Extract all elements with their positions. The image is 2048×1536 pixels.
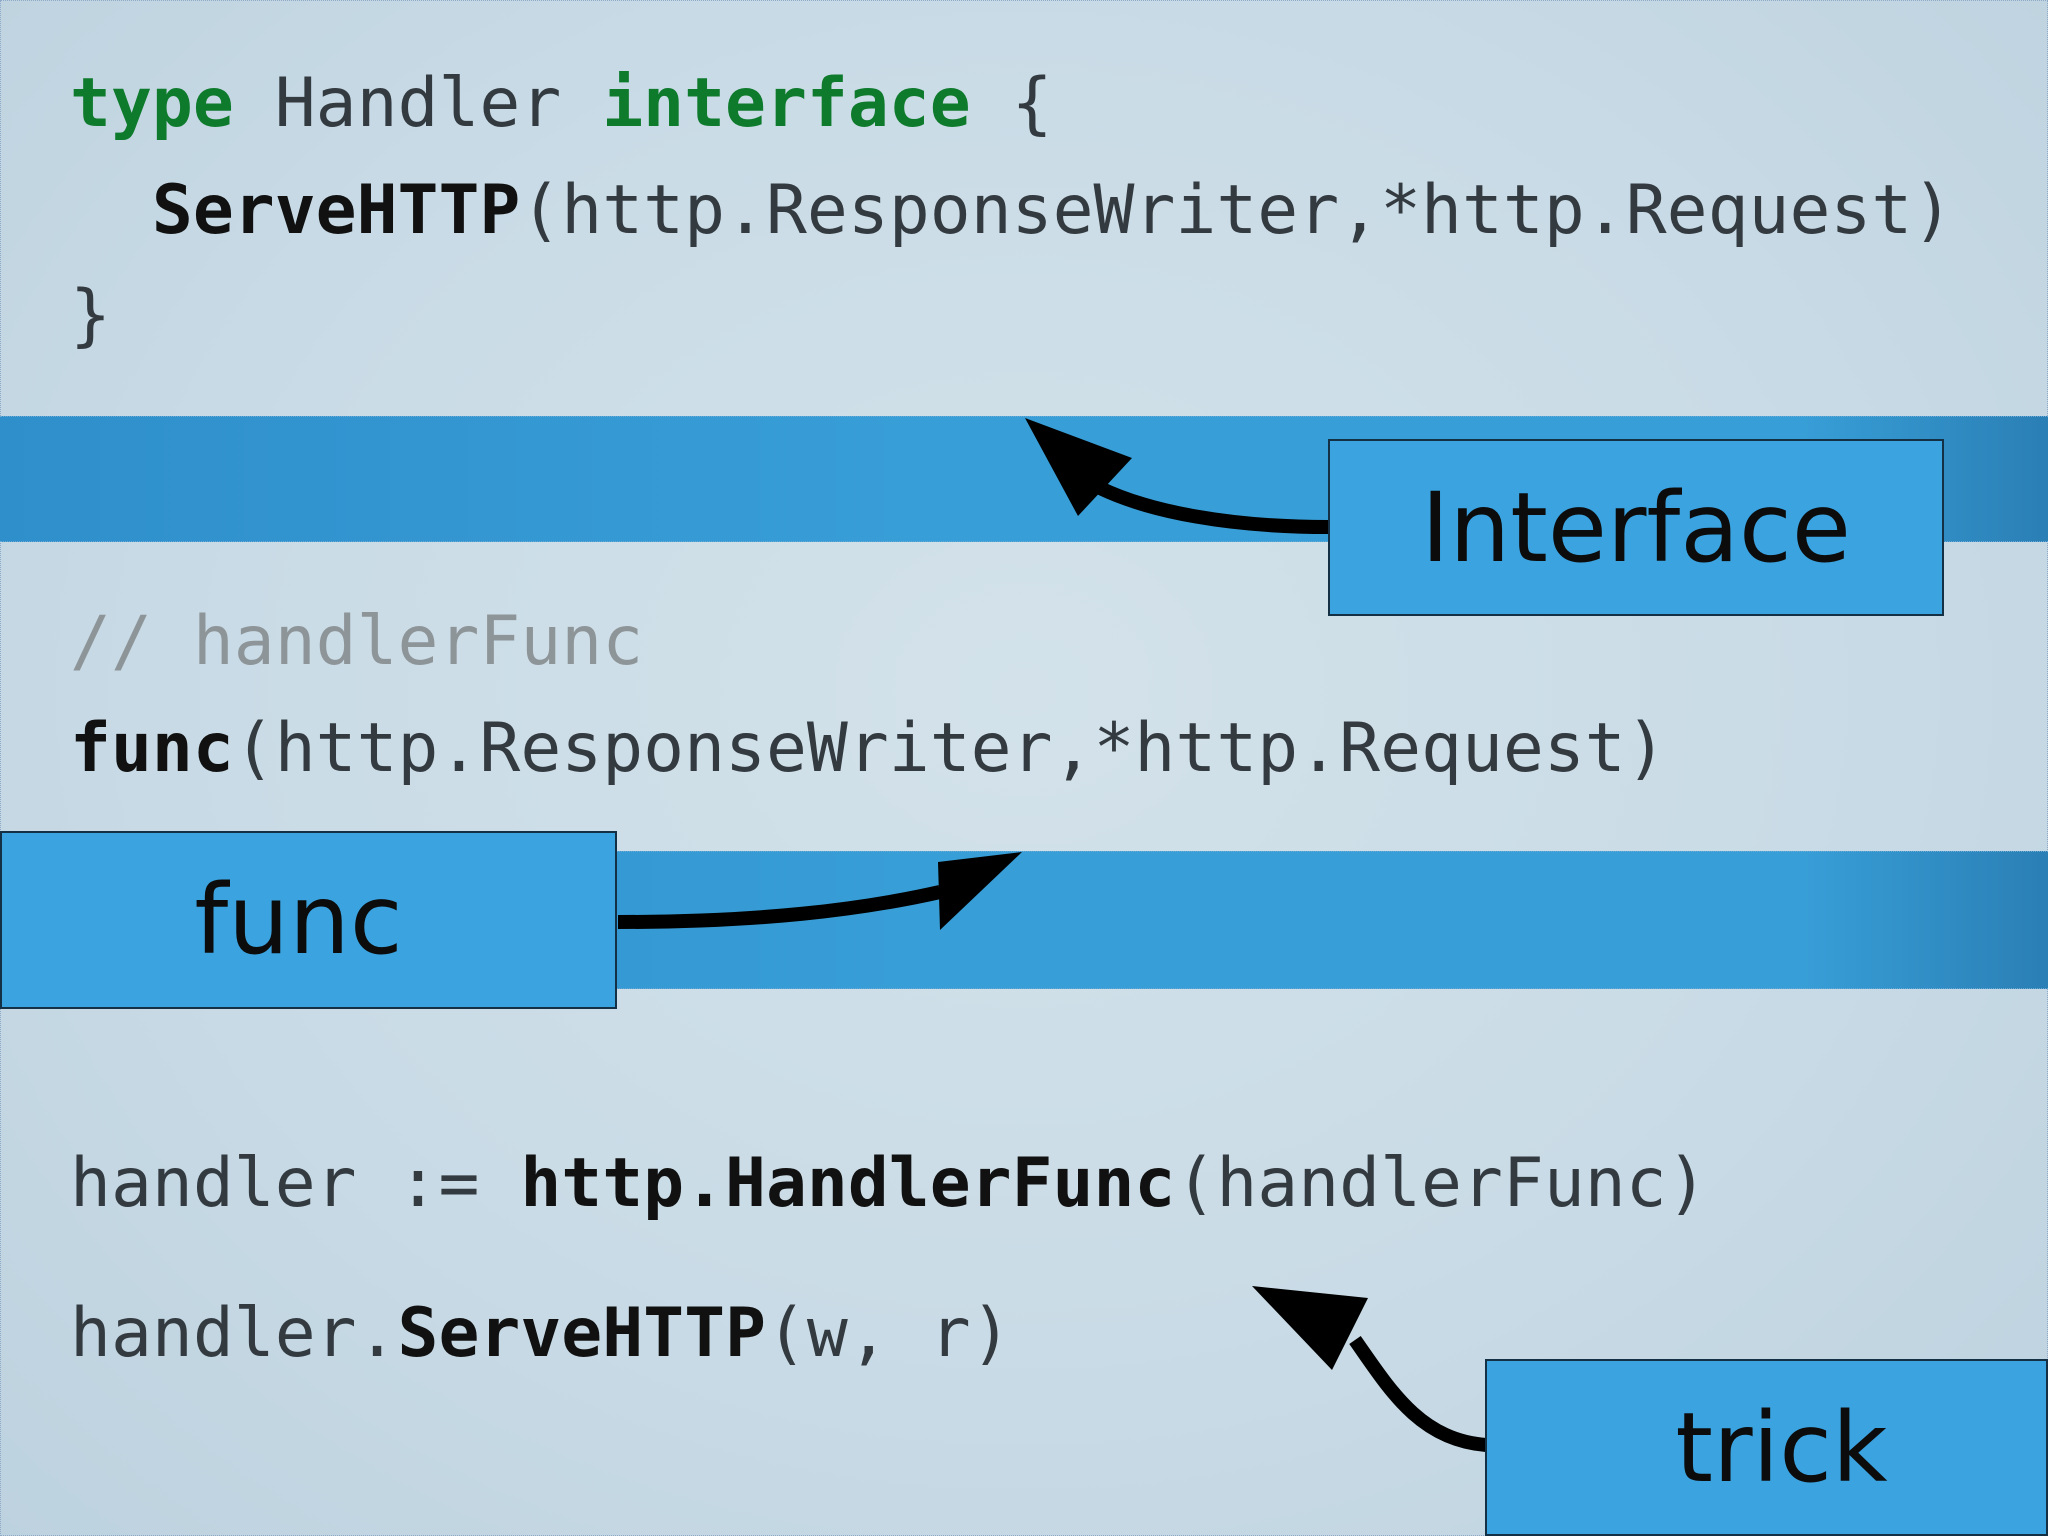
close-brace: } <box>70 276 111 355</box>
servehttp-args: (w, r) <box>765 1294 1012 1373</box>
keyword-type: type <box>70 64 234 143</box>
code-line-func-signature: func(http.ResponseWriter,*http.Request) <box>70 715 1667 783</box>
receiver: handler. <box>70 1294 398 1373</box>
label-interface: Interface <box>1328 439 1944 616</box>
code-line-comment: // handlerFunc <box>70 608 643 676</box>
label-trick-text: trick <box>1675 1391 1888 1504</box>
arrow-func-head <box>938 852 1022 930</box>
label-trick: trick <box>1485 1359 2048 1536</box>
code-line-handler-servehttp: handler.ServeHTTP(w, r) <box>70 1300 1012 1368</box>
keyword-func: func <box>70 709 234 788</box>
open-brace: { <box>970 64 1053 143</box>
label-func: func <box>0 831 617 1009</box>
code-line-handler-assign: handler := http.HandlerFunc(handlerFunc) <box>70 1150 1708 1218</box>
code-line-type-handler: type Handler interface { <box>70 70 1053 138</box>
arrow-interface-shaft <box>1096 481 1329 534</box>
call-http-handlerfunc: http.HandlerFunc <box>520 1144 1176 1223</box>
comment-handlerfunc: // handlerFunc <box>70 602 644 681</box>
label-interface-text: Interface <box>1421 471 1851 584</box>
handler-assign-lhs: handler := <box>70 1144 521 1223</box>
method-params: (http.ResponseWriter,*http.Request) <box>520 171 1954 250</box>
type-name: Handler <box>233 64 603 143</box>
code-line-close-brace: } <box>70 282 111 350</box>
arrow-func-shaft <box>617 885 942 929</box>
code-line-servehttp-signature: ServeHTTP(http.ResponseWriter,*http.Requ… <box>70 177 1953 245</box>
method-servehttp-call: ServeHTTP <box>397 1294 766 1373</box>
label-func-text: func <box>194 864 403 976</box>
func-params: (http.ResponseWriter,*http.Request) <box>233 709 1667 788</box>
method-servehttp: ServeHTTP <box>151 171 521 250</box>
call-args: (handlerFunc) <box>1175 1144 1708 1223</box>
keyword-interface: interface <box>602 64 971 143</box>
arrow-trick-head <box>1252 1286 1368 1370</box>
arrow-interface-head <box>1025 418 1132 516</box>
arrow-trick-shaft <box>1349 1335 1487 1452</box>
